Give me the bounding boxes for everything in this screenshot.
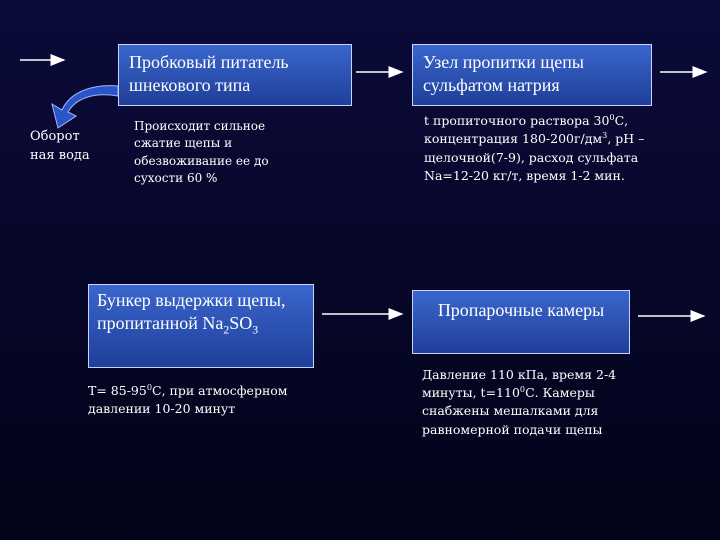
feeder-box: Пробковый питатель шнекового типа bbox=[118, 44, 352, 106]
bunker-note: Т= 85-950С, при атмосферном давлении 10-… bbox=[88, 382, 288, 417]
recycle-water-label: Оборот ная вода bbox=[30, 129, 90, 163]
steaming-note: Давление 110 кПа, время 2-4 минуты, t=11… bbox=[422, 367, 617, 437]
impregnation-box: Узел пропитки щепы сульфатом натрия bbox=[412, 44, 652, 106]
recycle-water-arrow bbox=[51, 85, 119, 129]
steaming-box-title: Пропарочные камеры bbox=[437, 300, 605, 320]
impregnation-box-title: Узел пропитки щепы сульфатом натрия bbox=[423, 52, 584, 95]
bunker-box-title: Бункер выдержки щепы, пропитанной Na2SO3 bbox=[97, 290, 286, 337]
bunker-box: Бункер выдержки щепы, пропитанной Na2SO3 bbox=[88, 284, 314, 368]
feeder-box-title: Пробковый питатель шнекового типа bbox=[129, 52, 289, 95]
impregnation-note: t пропиточного раствора 300С, концентрац… bbox=[424, 112, 645, 183]
steaming-box: Пропарочные камеры bbox=[412, 290, 630, 354]
feeder-note: Происходит сильное сжатие щепы и обезвож… bbox=[134, 119, 269, 186]
